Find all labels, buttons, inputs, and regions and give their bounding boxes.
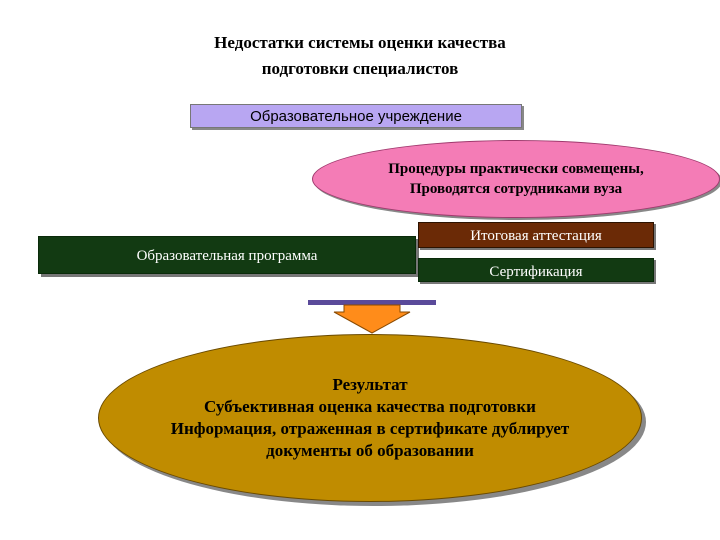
result-ellipse: Результат Субъективная оценка качества п… [98,334,642,502]
title-line-2: подготовки специалистов [261,59,459,78]
result-line-2: Субъективная оценка качества подготовки [204,397,536,416]
slide-title: Недостатки системы оценки качества подго… [120,30,600,82]
procedures-line-1: Процедуры практически совмещены, [388,161,644,177]
program-box: Образовательная программа [38,236,416,274]
result-line-4: документы об образовании [266,441,474,460]
final-attestation-box: Итоговая аттестация [418,222,654,248]
arrow-head [333,304,411,334]
title-line-1: Недостатки системы оценки качества [214,33,506,52]
arrow-bar [308,300,436,305]
certification-box: Сертификация [418,258,654,282]
down-arrow-icon [308,300,436,334]
result-line-3: Информация, отраженная в сертификате дуб… [170,419,570,438]
procedures-ellipse: Процедуры практически совмещены, Проводя… [312,140,720,218]
result-line-1: Результат [332,375,408,394]
procedures-line-2: Проводятся сотрудниками вуза [409,181,623,197]
institution-box: Образовательное учреждение [190,104,522,128]
